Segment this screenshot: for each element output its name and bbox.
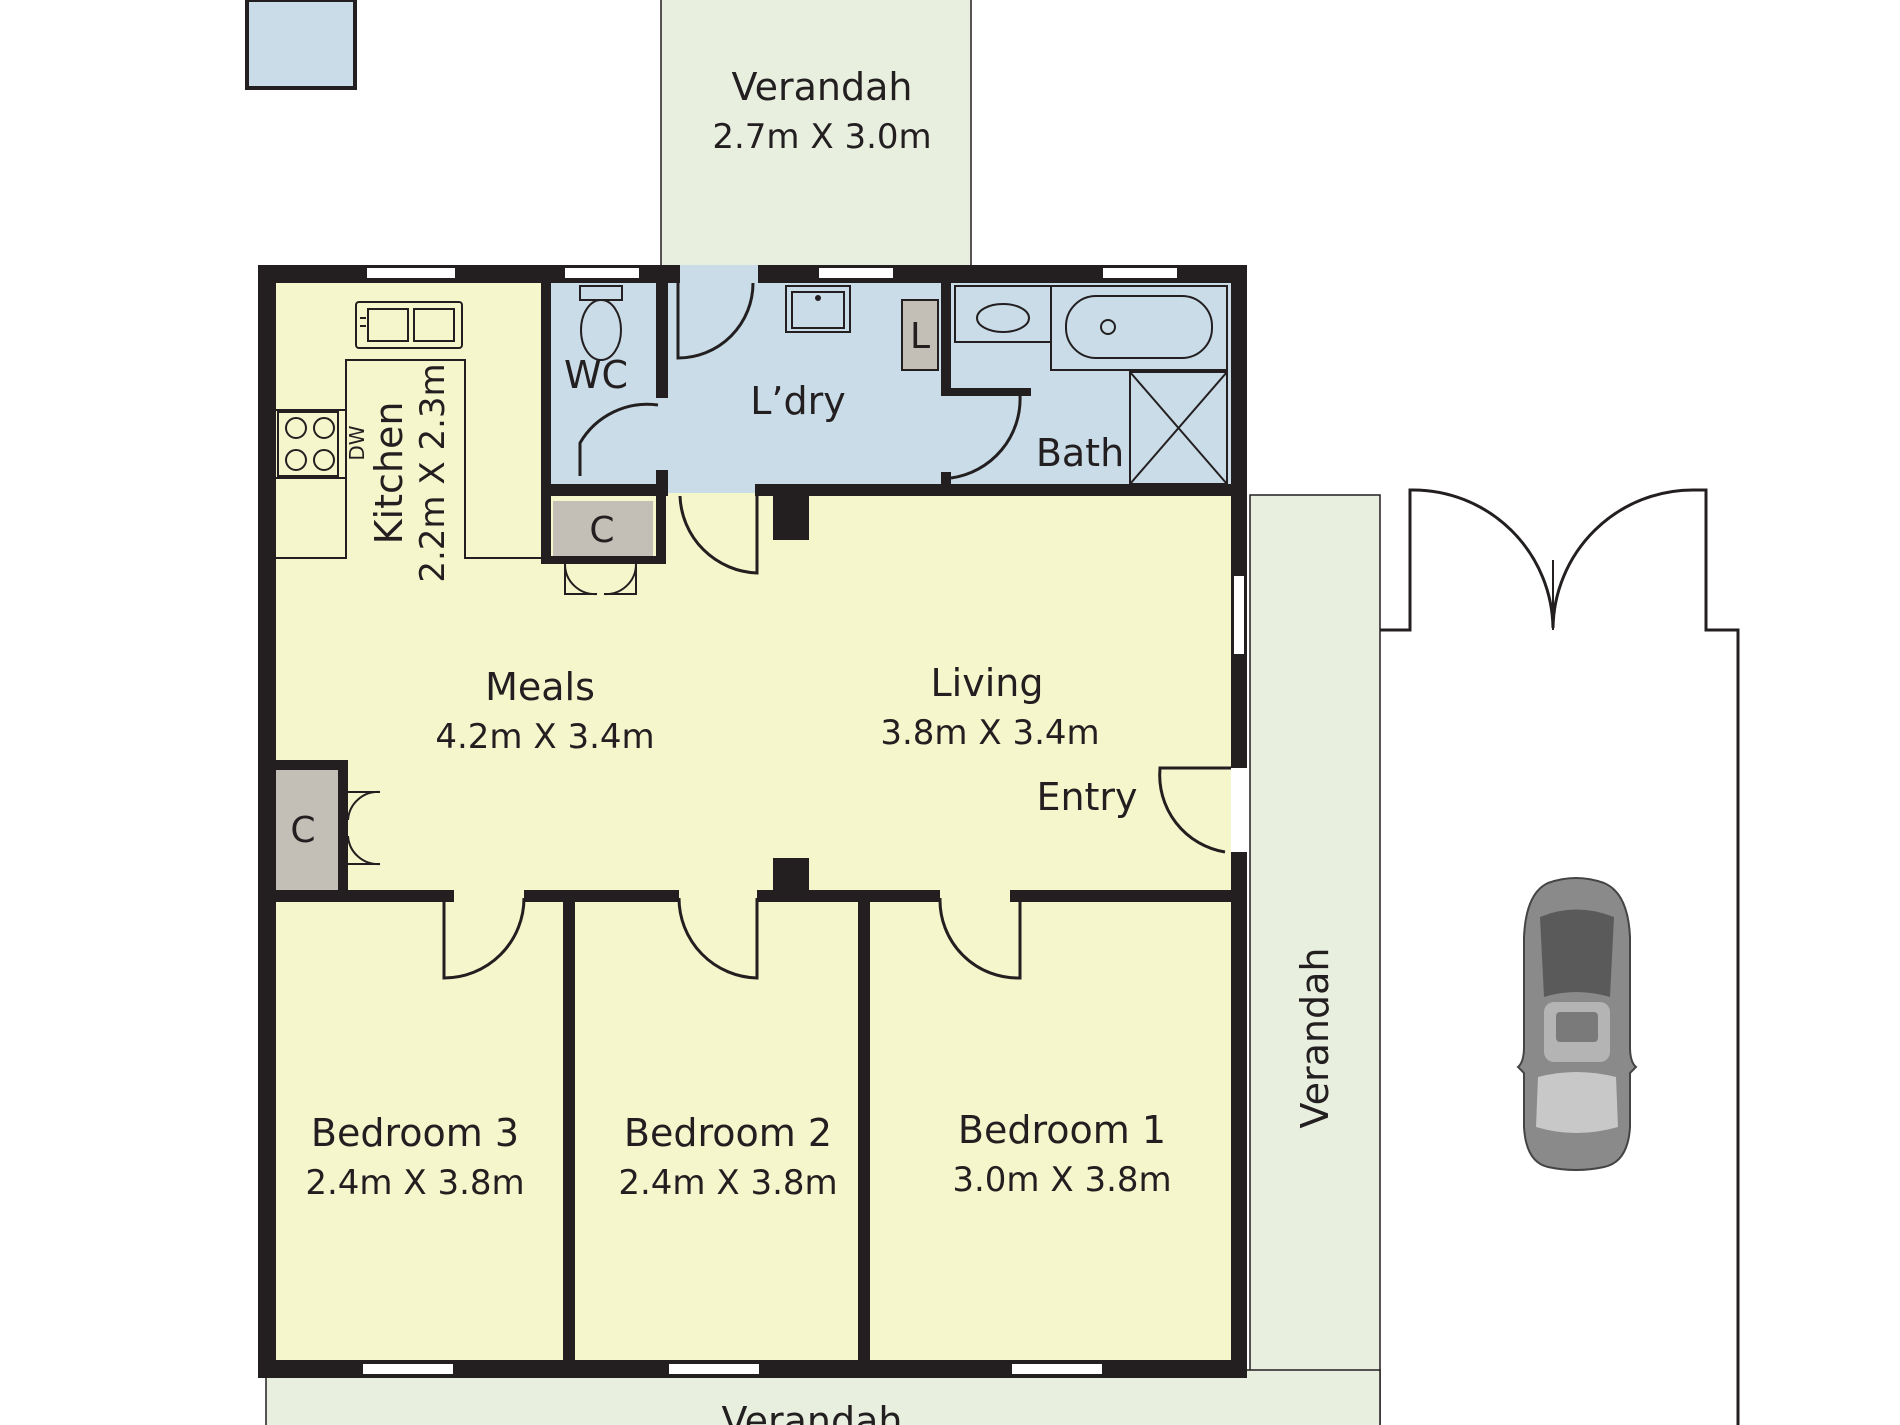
cupboard-lower-label: C bbox=[290, 810, 315, 851]
bedroom3-dims: 2.4m X 3.8m bbox=[305, 1163, 524, 1203]
bathtub-icon bbox=[1050, 285, 1228, 371]
verandah-side-label: Verandah bbox=[1293, 948, 1337, 1129]
meals-dims: 4.2m X 3.4m bbox=[435, 717, 654, 757]
bedroom3-label: Bedroom 3 bbox=[311, 1111, 519, 1155]
verandah-top-area bbox=[660, 0, 972, 271]
living-label: Living bbox=[931, 661, 1044, 705]
toilet-icon bbox=[579, 285, 623, 361]
fixtures bbox=[277, 285, 1228, 485]
verandah-top-dims: 2.7m X 3.0m bbox=[712, 117, 931, 157]
wc-label: WC bbox=[564, 353, 628, 397]
car-icon bbox=[1516, 877, 1638, 1171]
bedroom1-dims: 3.0m X 3.8m bbox=[952, 1160, 1171, 1200]
laundry-tag: L bbox=[910, 316, 930, 357]
laundry-unit bbox=[901, 299, 939, 371]
dishwasher-label: DW bbox=[345, 425, 369, 460]
verandah-side-area bbox=[1249, 494, 1381, 1425]
sink-icon bbox=[355, 301, 463, 349]
basin-icon bbox=[785, 285, 851, 333]
labels: Verandah 2.7m X 3.0m WC L’dry L Bath C C… bbox=[290, 65, 1337, 1425]
cupboard-upper bbox=[553, 501, 653, 556]
water-feature bbox=[245, 0, 357, 90]
cooktop-icon bbox=[277, 411, 339, 477]
cupboard-lower bbox=[276, 765, 344, 893]
carport-gates bbox=[1380, 488, 1740, 1425]
bedroom2-label: Bedroom 2 bbox=[624, 1111, 832, 1155]
laundry-label: L’dry bbox=[750, 379, 845, 423]
room-fills bbox=[276, 283, 1231, 1360]
verandah-bottom-label: Verandah bbox=[722, 1399, 903, 1425]
meals-label: Meals bbox=[485, 665, 595, 709]
doors bbox=[347, 282, 1231, 980]
shower-icon bbox=[1129, 371, 1228, 485]
windows bbox=[361, 266, 1246, 1376]
kitchen-dims: 2.2m X 2.3m bbox=[413, 363, 453, 582]
bedroom1-label: Bedroom 1 bbox=[958, 1108, 1166, 1152]
bedroom2-dims: 2.4m X 3.8m bbox=[618, 1163, 837, 1203]
walls bbox=[258, 265, 1247, 1378]
bath-label: Bath bbox=[1036, 431, 1124, 475]
living-dims: 3.8m X 3.4m bbox=[880, 713, 1099, 753]
verandah-bottom-area bbox=[265, 1369, 1381, 1425]
entry-label: Entry bbox=[1036, 775, 1137, 819]
exterior bbox=[245, 0, 1740, 1425]
verandah-top-name: Verandah bbox=[732, 65, 913, 109]
kitchen-label: Kitchen bbox=[367, 402, 411, 545]
cupboard-upper-label: C bbox=[589, 510, 614, 551]
